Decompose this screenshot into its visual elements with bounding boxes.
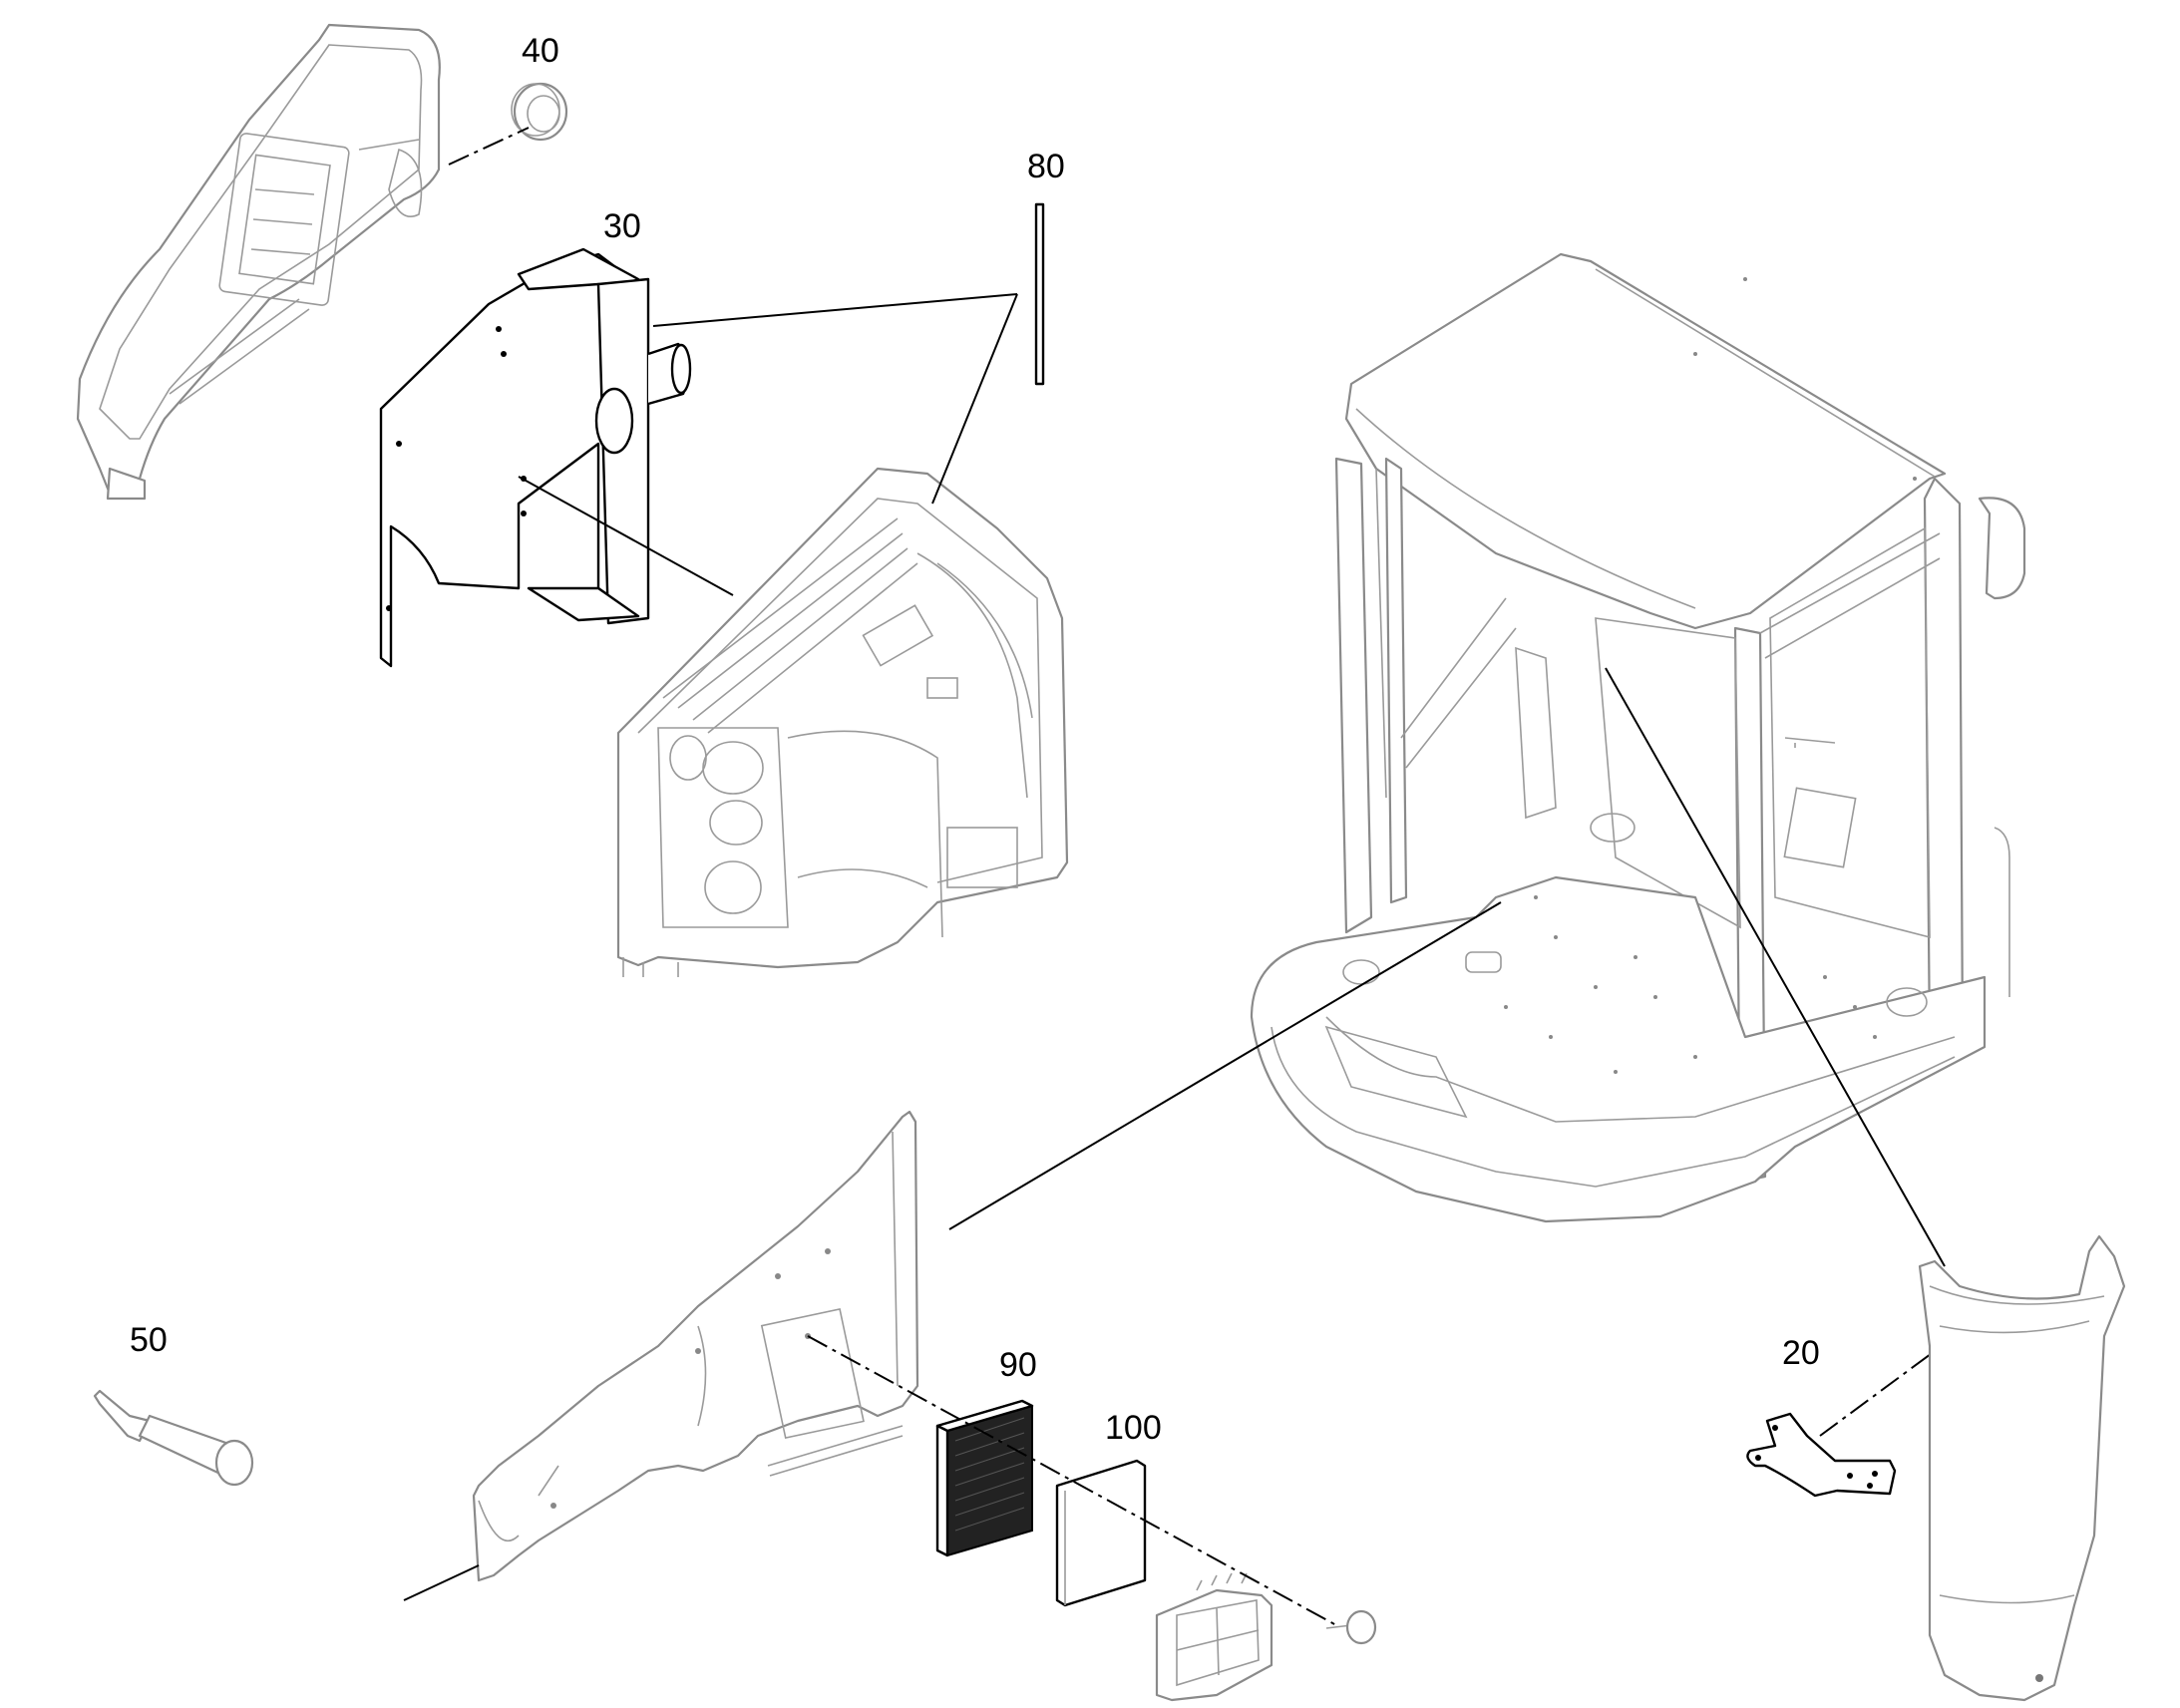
callout-20: 20 — [1782, 1334, 1820, 1372]
dash-line-40 — [448, 127, 530, 166]
seal-strip-part — [1034, 202, 1045, 386]
filter-element-part — [935, 1399, 1034, 1557]
knob-screw-part — [1325, 1609, 1377, 1645]
prefilter-mat-part — [1055, 1459, 1147, 1607]
baffle-plate-part — [379, 247, 692, 668]
callout-30: 30 — [603, 207, 641, 245]
callout-40: 40 — [522, 32, 559, 70]
callout-50: 50 — [130, 1321, 168, 1359]
grille-cover-part — [1155, 1572, 1273, 1702]
corner-trim-panel — [1918, 1234, 2126, 1702]
side-trim-panel — [472, 1110, 919, 1582]
cab-frame — [1250, 252, 2026, 1223]
sealant-tube-part — [93, 1389, 254, 1487]
grommet-part — [511, 82, 568, 142]
dash-line-20 — [1819, 1350, 1936, 1437]
rear-cover-housing — [76, 23, 441, 501]
leader-lines — [403, 293, 1946, 1626]
mounting-bracket-part — [1746, 1412, 1897, 1498]
callout-90: 90 — [999, 1346, 1037, 1384]
hvac-unit — [616, 467, 1069, 977]
callout-100: 100 — [1105, 1409, 1162, 1447]
callout-80: 80 — [1027, 148, 1065, 185]
